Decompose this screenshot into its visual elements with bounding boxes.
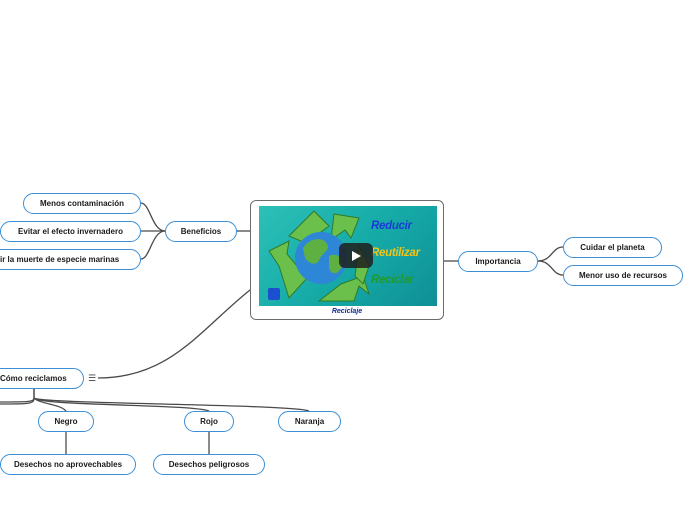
link-como-naranja [33, 397, 310, 412]
link-importancia-menor [537, 260, 564, 276]
node-desechos-no-aprovechables[interactable]: Desechos no aprovechables [0, 454, 136, 475]
video-thumbnail[interactable]: Reducir Reutilizar Reciclar [259, 206, 437, 306]
link-central-como [97, 289, 251, 379]
node-naranja[interactable]: Naranja [278, 411, 341, 432]
logo-badge [268, 288, 280, 300]
node-como-reciclamos[interactable]: Cómo reciclamos [0, 368, 84, 389]
node-muerte-especies-marinas[interactable]: ir la muerte de especie marinas [0, 249, 141, 270]
word-reducir: Reducir [371, 220, 412, 232]
node-desechos-peligrosos[interactable]: Desechos peligrosos [153, 454, 265, 475]
node-beneficios[interactable]: Beneficios [165, 221, 237, 242]
word-reutilizar: Reutilizar [371, 247, 420, 259]
node-importancia[interactable]: Importancia [458, 251, 538, 272]
node-menor-uso-recursos[interactable]: Menor uso de recursos [563, 265, 683, 286]
link-como-rojo [33, 397, 210, 412]
link-beneficios-especies [140, 230, 166, 260]
word-reciclar: Reciclar [371, 274, 414, 286]
central-caption: Reciclaje [331, 308, 363, 315]
menu-icon[interactable]: ☰ [88, 373, 97, 383]
node-cuidar-planeta[interactable]: Cuidar el planeta [563, 237, 662, 258]
link-beneficios-menos [140, 202, 166, 232]
link-importancia-cuidar [537, 246, 564, 262]
central-topic-card[interactable]: Reducir Reutilizar Reciclar Reciclaje [250, 200, 444, 320]
node-negro[interactable]: Negro [38, 411, 94, 432]
node-evitar-efecto-invernadero[interactable]: Evitar el efecto invernadero [0, 221, 141, 242]
play-button-icon[interactable] [339, 243, 373, 268]
earth-globe-icon [295, 232, 347, 284]
node-rojo[interactable]: Rojo [184, 411, 234, 432]
link-como-hidden2 [0, 389, 35, 403]
node-menos-contaminacion[interactable]: Menos contaminación [23, 193, 141, 214]
